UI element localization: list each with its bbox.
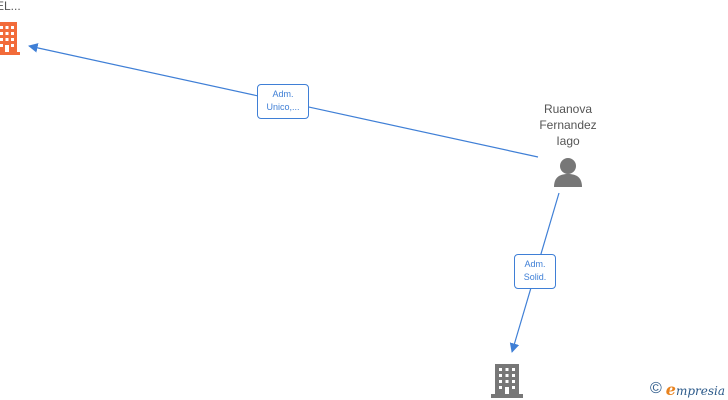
person-label-line-1: Ruanova <box>543 102 593 116</box>
edge-label-adm-solid-line-1: Adm. <box>524 259 546 269</box>
edge-label-adm-unico-line-2: Unico,... <box>266 102 300 112</box>
company-top-label[interactable]: EL... <box>0 0 21 13</box>
person-label-line-3: Iago <box>556 134 580 148</box>
brand-rest: mpresia <box>675 383 726 398</box>
building-icon[interactable] <box>0 20 20 56</box>
building-icon[interactable] <box>491 362 523 398</box>
brand-logo: empresia <box>666 380 725 399</box>
person-icon[interactable] <box>552 157 584 187</box>
brand-first-letter: e <box>665 379 676 399</box>
edge-label-adm-solid-line-2: Solid. <box>523 272 547 282</box>
edge-label-adm-unico-line-1: Adm. <box>272 89 294 99</box>
edge-label-adm-unico[interactable]: Adm. Unico,... <box>257 84 309 119</box>
edge-label-adm-solid[interactable]: Adm. Solid. <box>514 254 556 289</box>
empresia-watermark: © empresia <box>650 378 725 400</box>
person-label-line-2: Fernandez <box>539 118 597 132</box>
person-label[interactable]: Ruanova Fernandez Iago <box>528 101 608 149</box>
copyright-icon: © <box>650 380 662 397</box>
